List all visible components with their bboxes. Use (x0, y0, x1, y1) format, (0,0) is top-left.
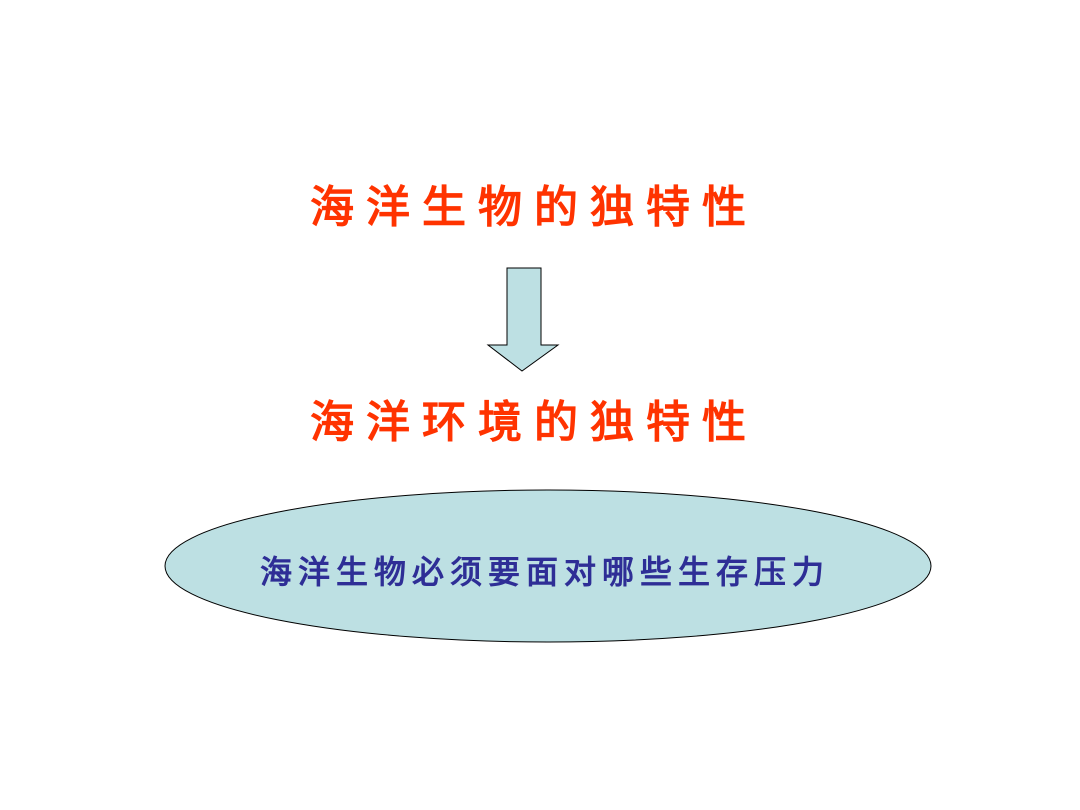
down-arrow-icon (486, 267, 560, 372)
oval-shape (164, 489, 932, 643)
oval-question-text: 海洋生物必须要面对哪些生存压力 (259, 553, 830, 591)
title-marine-environment-uniqueness: 海洋环境的独特性 (310, 397, 758, 448)
title-marine-life-uniqueness: 海洋生物的独特性 (310, 182, 758, 233)
